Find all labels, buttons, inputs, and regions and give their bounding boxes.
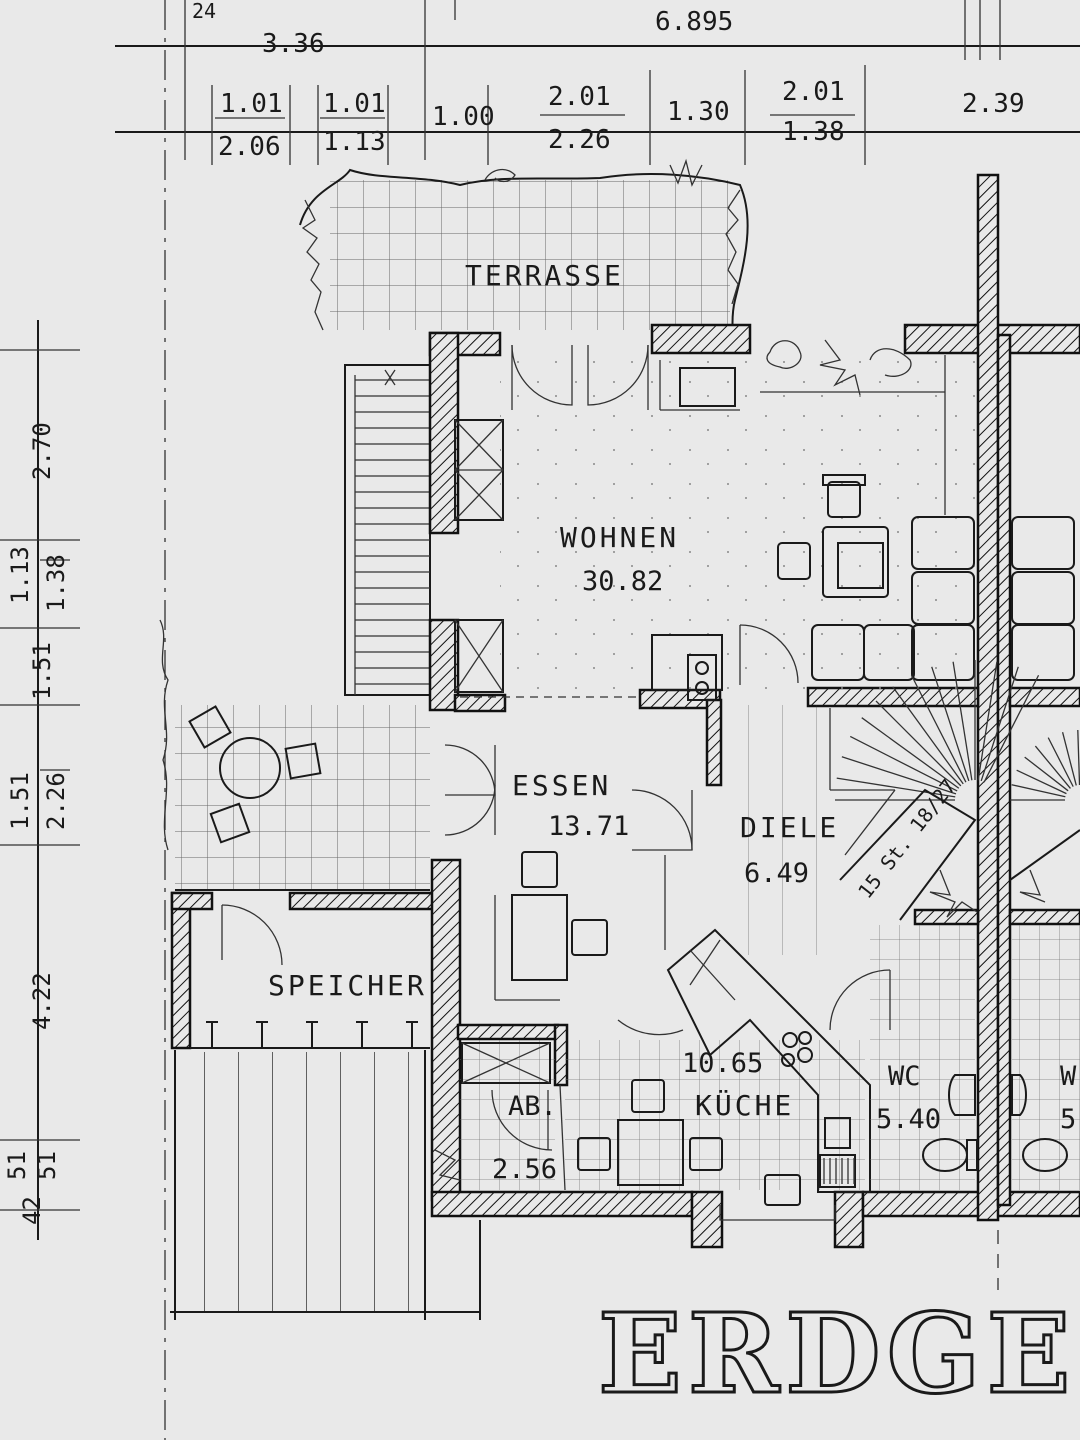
- room-area-wc: 5.40: [876, 1104, 941, 1135]
- room-label-ab: AB.: [508, 1091, 557, 1122]
- side-terrace: [159, 619, 430, 891]
- dim-left-4b: 2.26: [42, 772, 70, 830]
- abstell-room: [434, 1040, 555, 1190]
- dim-seg-a: 1.00: [432, 102, 495, 132]
- room-label-speicher: SPEICHER: [268, 969, 427, 1002]
- wohnen-room: [454, 339, 1075, 701]
- room-label-wc: WC: [888, 1061, 921, 1092]
- terrace-area: [299, 158, 749, 336]
- dim-left-6b: 51: [33, 1151, 61, 1180]
- dim-left-2b: 1.38: [42, 554, 70, 612]
- room-area-essen: 13.71: [548, 811, 629, 842]
- dim-seg-b: 2.06: [218, 132, 281, 162]
- house-walls: [428, 173, 1080, 1249]
- dim-seg-a: 1.01: [220, 89, 283, 119]
- room-label-wc-right: W: [1060, 1061, 1077, 1092]
- dim-seg-b: 1.13: [323, 127, 386, 157]
- essen-room: [444, 744, 693, 1001]
- diele-room: [720, 660, 1080, 955]
- dim-left-5: 4.22: [28, 972, 56, 1030]
- wood-deck: [170, 1050, 481, 1320]
- dim-seg-b: 2.26: [548, 125, 611, 155]
- plan-title: ERDGESC: [598, 1289, 1080, 1418]
- top-dimension-lines: [115, 0, 1080, 165]
- dim-top-24: 24: [192, 0, 216, 23]
- dim-seg-a: 2.01: [548, 82, 611, 112]
- wc-room: [829, 925, 1080, 1290]
- room-label-diele: DIELE: [740, 811, 839, 844]
- kueche-room: [559, 928, 871, 1221]
- room-area-kueche: 10.65: [682, 1048, 763, 1079]
- dim-top-2: 6.895: [655, 7, 733, 37]
- room-label-essen: ESSEN: [512, 769, 611, 802]
- dim-top-1: 3.36: [262, 29, 325, 59]
- dim-seg-b: 1.38: [782, 117, 845, 147]
- dim-seg-a: 1.01: [323, 89, 386, 119]
- dim-left-6a: 51: [3, 1151, 31, 1180]
- dim-seg-a: 2.39: [962, 89, 1025, 119]
- room-area-wohnen: 30.82: [582, 566, 663, 597]
- room-label-kueche: KÜCHE: [695, 1088, 794, 1122]
- speicher-room: [170, 891, 437, 1050]
- stairs-label: 15 St. 18/27: [853, 774, 961, 903]
- room-area-wc-right: 5.: [1060, 1104, 1080, 1135]
- outside-stairs: [344, 364, 431, 696]
- dim-left-4a: 1.51: [6, 772, 34, 830]
- room-area-ab: 2.56: [492, 1154, 557, 1185]
- dim-left-3: 1.51: [28, 642, 56, 700]
- room-label-wohnen: WOHNEN: [560, 521, 679, 554]
- left-dimension-lines: [0, 320, 80, 1240]
- room-label-terrasse: TERRASSE: [465, 259, 624, 292]
- dim-left-2a: 1.13: [6, 546, 34, 604]
- dim-seg-a: 1.30: [667, 97, 730, 127]
- dim-left-7: 42: [18, 1196, 46, 1225]
- dim-seg-a: 2.01: [782, 77, 845, 107]
- room-area-diele: 6.49: [744, 858, 809, 889]
- dim-left-1: 2.70: [28, 422, 56, 480]
